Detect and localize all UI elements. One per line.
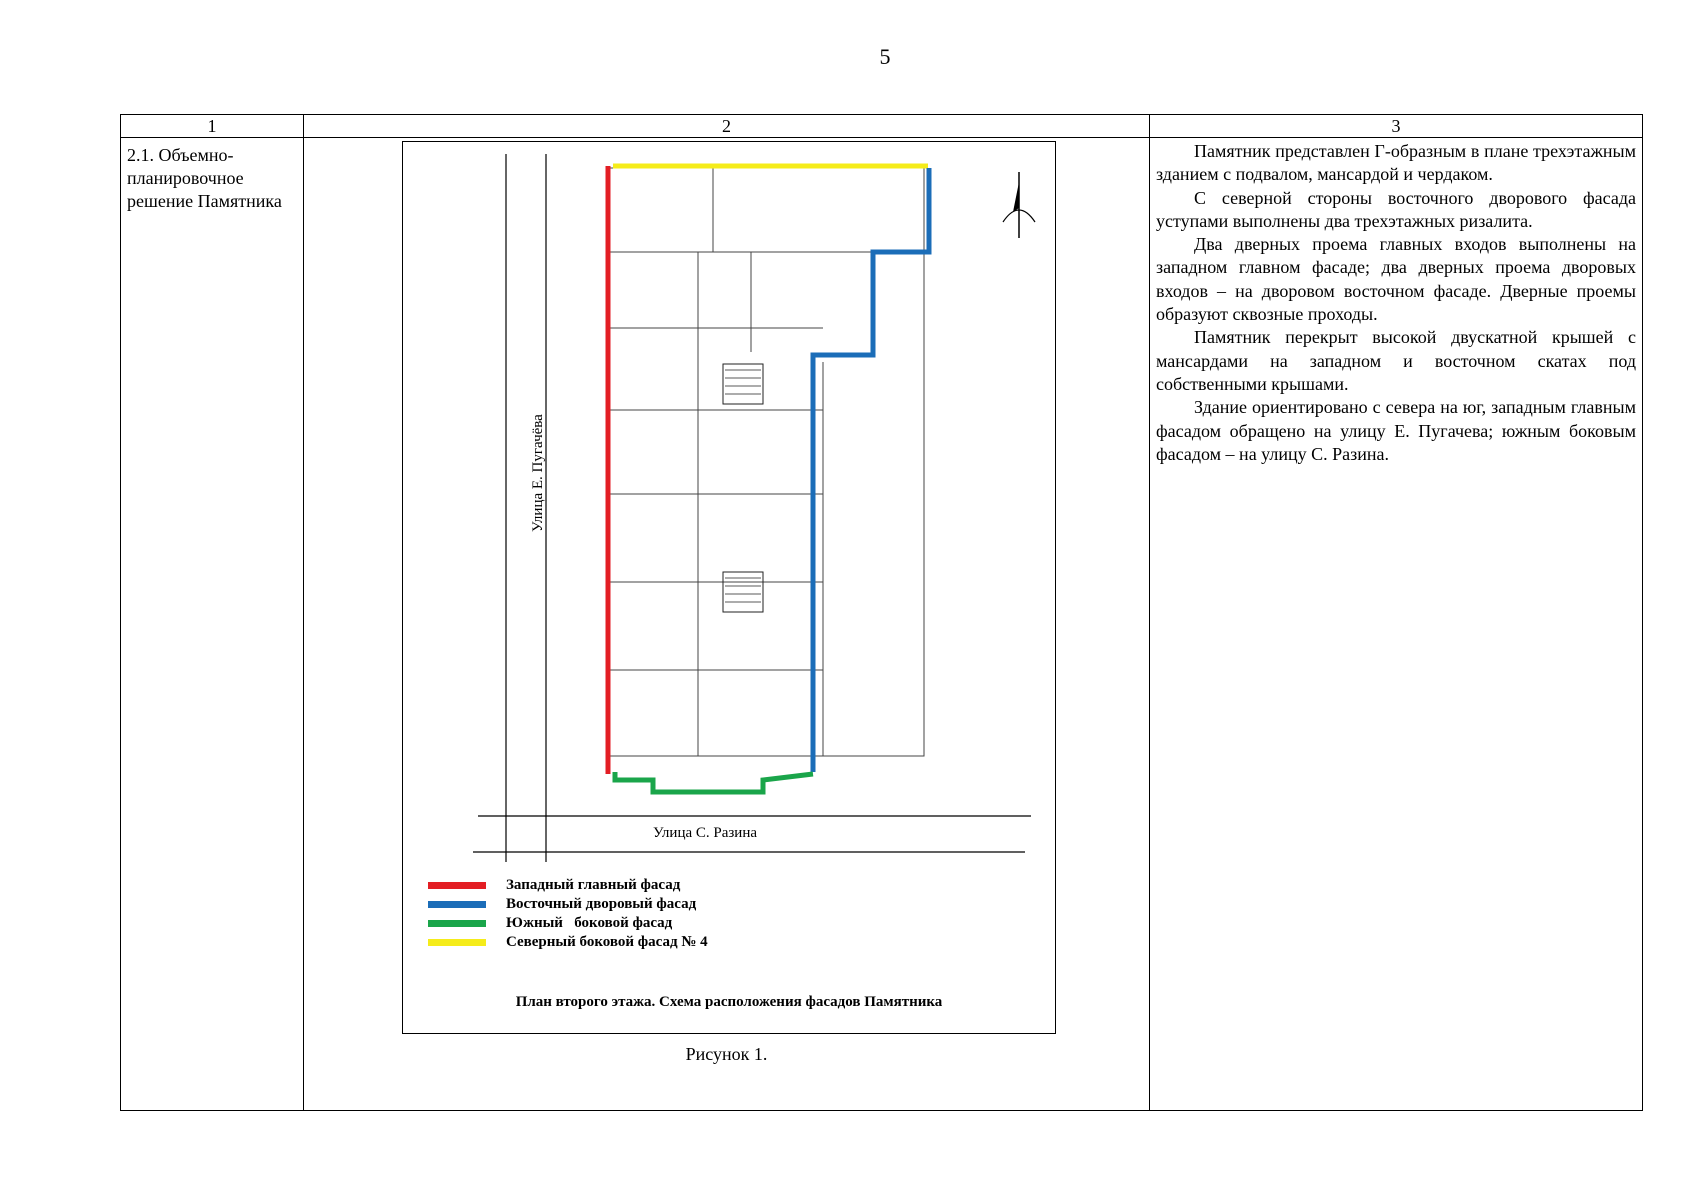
north-arrow-icon [1002,172,1036,238]
building-walls [607,167,925,757]
floor-plan-figure: Улица Е. Пугачёва Улица С. Разина Западн… [402,141,1056,1034]
street-label-west: Улица Е. Пугачёва [530,414,546,532]
table-row: 2.1. Объемно-планировочное решение Памят… [120,137,1643,1111]
header-col-2: 2 [303,114,1150,138]
legend-item: Западный главный фасад [428,876,708,895]
legend-item: Северный боковой фасад № 4 [428,933,708,952]
description-paragraph: С северной стороны восточного дворового … [1156,187,1636,231]
legend-swatch-yellow [428,939,486,946]
plan-title: План второго этажа. Схема расположения ф… [515,994,943,1010]
page-number: 5 [879,44,891,69]
legend-label: Восточный дворовый фасад [506,896,697,912]
description-paragraph: Памятник перекрыт высокой двускатной кры… [1156,327,1636,394]
figure-cell: Улица Е. Пугачёва Улица С. Разина Западн… [303,137,1150,1111]
description-paragraph: Два дверных проема главных входов выполн… [1156,234,1636,325]
legend-item: Южный боковой фасад [428,914,708,933]
floor-plan-drawing [473,154,1036,862]
south-facade-line [612,771,814,795]
description-paragraph: Памятник представлен Г-образным в плане … [1156,141,1636,185]
legend-label: Южный боковой фасад [506,915,673,931]
east-facade-line [810,168,932,772]
legend-swatch-blue [428,901,486,908]
legend-label: Северный боковой фасад № 4 [506,934,708,950]
street-label-south: Улица С. Разина [653,825,758,841]
description-cell: Памятник представлен Г-образным в плане … [1149,137,1643,1111]
legend-item: Восточный дворовый фасад [428,895,708,914]
header-col-3: 3 [1149,114,1643,138]
stairs [725,369,761,603]
description-paragraph: Здание ориентировано с севера на юг, зап… [1156,397,1636,464]
content-table: 1 2 3 2.1. Объемно-планировочное решение… [120,114,1643,1111]
table-header-row: 1 2 3 [120,114,1643,138]
header-col-1: 1 [120,114,304,138]
legend-swatch-red [428,882,486,889]
figure-caption: Рисунок 1. [685,1044,768,1064]
legend-swatch-green [428,920,486,927]
section-title: 2.1. Объемно-планировочное решение Памят… [120,137,304,1111]
legend: Западный главный фасад Восточный дворовы… [428,876,708,952]
legend-label: Западный главный фасад [506,877,681,893]
street-lines [473,154,1031,862]
